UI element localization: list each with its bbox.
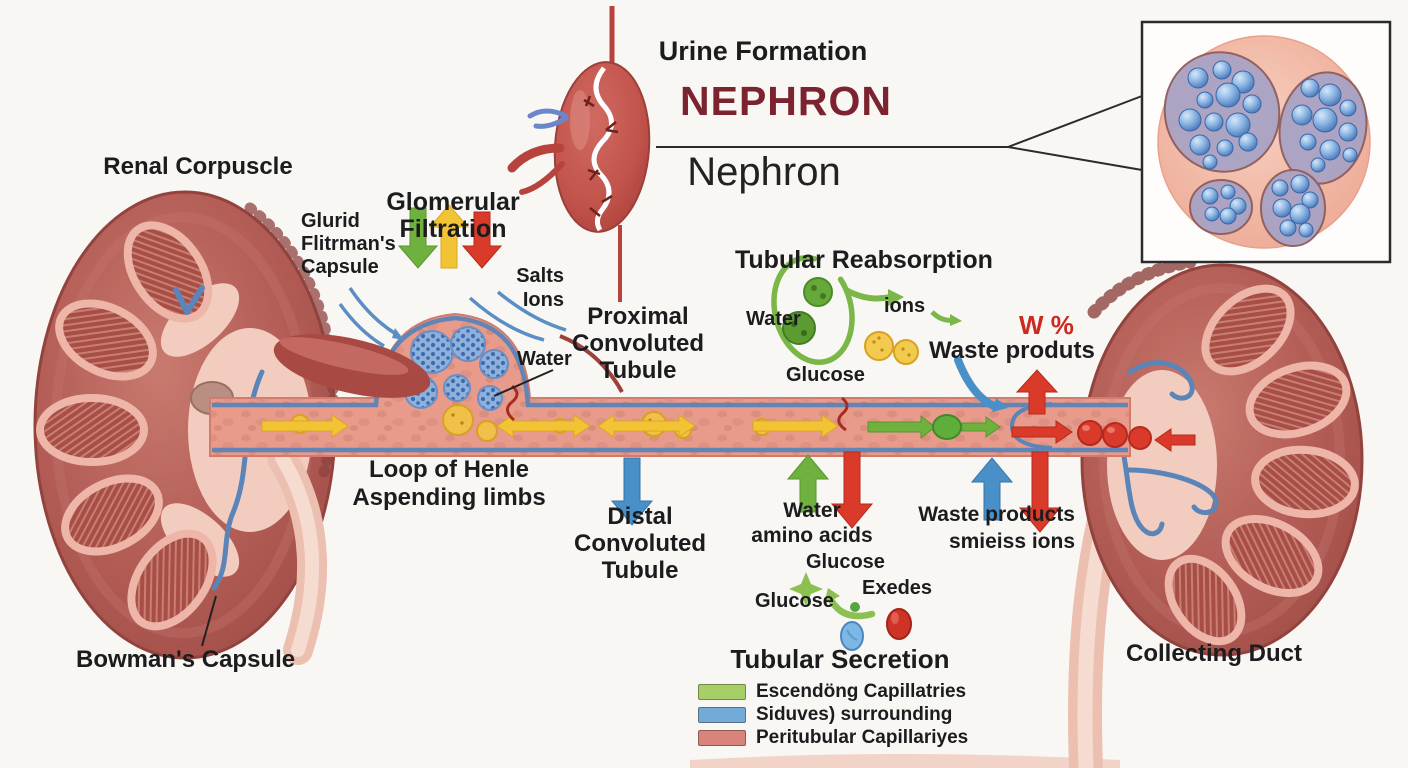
left-ureter-highlight (275, 451, 320, 657)
legend-label: Siduves) surrounding (756, 704, 953, 725)
filtration-arrows (397, 204, 503, 269)
glomerulus-inset (1140, 20, 1392, 264)
legend-item-escending-capillaries: Escendöng Capillatries (698, 681, 968, 703)
right-kidney-illustration (1067, 255, 1364, 768)
mini-kidney-ureter-line (591, 66, 614, 232)
label-loop-of-henle: Loop of Henle Aspending limbs (352, 456, 546, 511)
bowmans-pointer-line (201, 595, 217, 647)
legend-item-peritubular-capillaries: Peritubular Capillariyes (698, 727, 968, 749)
capillary-spheres (1178, 60, 1358, 238)
water-pointer-line (493, 369, 554, 397)
diagram-title-sub: Nephron (687, 150, 841, 194)
label-w-percent: W % (1019, 310, 1074, 340)
secretion-icons (789, 572, 912, 651)
legend-label: Peritubular Capillariyes (756, 727, 969, 748)
label-water: Water (517, 348, 572, 370)
label-glucose-b: Glucose (755, 590, 834, 612)
flow-arrows-green (867, 414, 1001, 440)
afferent-guide-curves (338, 287, 567, 348)
legend: Escendöng Capillatries Siduves) surround… (698, 681, 968, 750)
label-exedes: Exedes (862, 577, 933, 599)
label-glomerular-filtration: Glomerular Filtration (386, 188, 520, 243)
legend-swatch-red (698, 730, 746, 746)
label-distal-convoluted-tubule: Distal Convoluted Tubule (574, 503, 706, 584)
label-waste-products-top: Waste produts (929, 337, 1095, 364)
waste-arrows-above (954, 356, 1059, 415)
legend-label: Escendöng Capillatries (756, 681, 967, 702)
renal-pyramids (36, 221, 217, 631)
label-tubular-reabsorption: Tubular Reabsorption (735, 246, 993, 274)
mini-kidney-illustration (507, 6, 651, 302)
label-secretion-water: Water (783, 499, 841, 522)
renal-vein-branch (527, 108, 569, 129)
exchange-arrows-below (610, 451, 1062, 533)
label-collecting-duct: Collecting Duct (1126, 640, 1303, 667)
blood-vessel-branch (273, 334, 431, 398)
label-salts-ions: Salts Ions (516, 265, 564, 311)
legend-swatch-green (698, 684, 746, 700)
renal-artery-branch (507, 143, 565, 173)
red-squiggles (506, 384, 849, 432)
label-renal-corpuscle: Renal Corpuscle (103, 153, 293, 180)
legend-item-surrounding: Siduves) surrounding (698, 704, 968, 726)
label-bowmans-capsule: Bowman's Capsule (76, 646, 296, 673)
mini-kidney-marks (583, 95, 619, 217)
label-amino-acids: amino acids (751, 524, 873, 547)
label-tubular-secretion: Tubular Secretion (730, 644, 950, 674)
title-underline-and-connectors (656, 95, 1143, 171)
diagram-title: Urine Formation (658, 36, 868, 66)
label-glucose-a: Glucose (806, 551, 885, 573)
label-reabsorption-ions: ions (884, 295, 926, 317)
bottom-tissue-edge (690, 754, 1120, 768)
reabsorption-icons (771, 255, 962, 365)
label-proximal-convoluted-tubule: Proximal Convoluted Tubule (572, 303, 704, 384)
renal-blue-loops (1115, 360, 1219, 537)
legend-swatch-blue (698, 707, 746, 723)
efferent-guide-curve (559, 334, 624, 393)
label-reabsorption-water: Water (746, 308, 801, 330)
label-reabsorption-glucose: Glucose (786, 364, 865, 386)
flow-arrows-yellow (261, 414, 839, 438)
diagram-title-main: NEPHRON (679, 78, 893, 124)
label-glomerular-capsule: Glurid Flitrman's Capsule (301, 210, 396, 278)
flow-arrows-red (1011, 420, 1196, 452)
renal-pyramids (1164, 284, 1359, 646)
label-waste-products-bottom: Waste products smieiss ions (918, 503, 1075, 553)
